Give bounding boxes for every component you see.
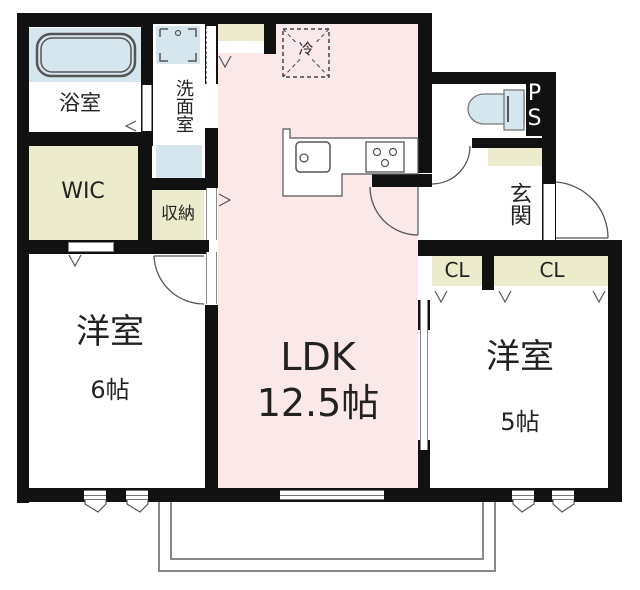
ldk-label: LDK — [280, 335, 356, 379]
balcony-inner — [170, 502, 484, 560]
window-sash-left-2 — [126, 500, 149, 513]
wall-bath-bottom — [17, 132, 153, 146]
bath-door-gap — [142, 85, 152, 131]
bedroom-left-door-gap — [206, 252, 217, 304]
pipe-space-label: PS — [522, 76, 547, 136]
storage-door-gap — [206, 188, 217, 240]
washroom-vanity — [156, 145, 202, 178]
left-room-window-2 — [126, 490, 148, 500]
ldk-floor — [218, 24, 418, 488]
wall-washroom-bottom — [150, 178, 208, 190]
door-swing-bedroom-left — [153, 255, 205, 305]
bathroom-floor — [28, 82, 144, 132]
entry-shelf — [218, 24, 264, 41]
wall-top-left — [17, 13, 153, 27]
door-marker-wic — [68, 254, 82, 268]
closet-2-floor — [494, 256, 610, 286]
door-marker-storage — [218, 193, 232, 207]
toilet-icon — [467, 89, 525, 131]
wall-ldk-right-upper — [418, 13, 432, 173]
door-marker-cl2a — [498, 290, 512, 304]
wic-label: WIC — [61, 179, 105, 204]
kitchen-counter-icon — [282, 128, 419, 197]
right-room-window-1 — [512, 490, 534, 500]
western-room-right-size: 5帖 — [500, 408, 540, 436]
wall-kitchen-back — [372, 174, 432, 187]
western-room-left-size: 6帖 — [90, 376, 130, 404]
ldk-balcony-window — [280, 490, 384, 500]
ldk-size: 12.5帖 — [256, 381, 380, 425]
western-room-left-label: 洋室 — [76, 312, 144, 352]
door-marker-cl1 — [434, 290, 448, 304]
wall-entry-niche — [264, 24, 276, 54]
closet-2-label: CL — [539, 258, 565, 282]
refrigerator-label: 冷 — [294, 41, 318, 58]
left-room-window-1 — [84, 490, 106, 500]
ldk-sliding-door — [420, 300, 428, 450]
western-room-right-label: 洋室 — [486, 337, 554, 377]
entrance-label: 玄関 — [506, 182, 531, 226]
wall-closet-divider — [482, 254, 494, 290]
closet-1-floor — [432, 256, 482, 286]
storage-label: 収納 — [161, 204, 195, 224]
wall-wic-right — [138, 132, 152, 254]
entry-door-gap — [543, 184, 555, 240]
washroom-sliding-door — [206, 26, 216, 84]
washing-machine-pan — [156, 26, 200, 64]
storage-floor — [152, 190, 204, 240]
wall-ldk-left-mid — [205, 128, 218, 188]
wall-ldk-right-bottom — [418, 440, 430, 490]
window-sash-left-1 — [84, 500, 107, 513]
washing-machine-icon — [159, 28, 197, 62]
wall-entrance-bottom — [418, 240, 618, 256]
door-marker-bath — [124, 120, 137, 132]
entrance-floor — [488, 166, 542, 238]
window-sash-right-2 — [552, 500, 575, 513]
wall-left-outer — [17, 13, 29, 503]
bathtub-icon — [35, 32, 137, 78]
wall-ldk-left-lower — [205, 305, 218, 500]
closet-1-label: CL — [444, 258, 470, 282]
shoe-cabinet — [488, 146, 542, 166]
door-marker-washroom — [218, 55, 232, 69]
window-sash-right-1 — [512, 500, 535, 513]
refrigerator-icon — [282, 28, 330, 78]
wall-toilet-top — [418, 72, 550, 84]
wall-right-outer — [608, 240, 622, 502]
wic-door-opening — [68, 242, 114, 252]
entry-niche — [218, 41, 264, 53]
door-swing-ldk-entry — [369, 186, 419, 236]
door-swing-toilet — [431, 145, 471, 185]
wall-toilet-bottom — [472, 138, 556, 148]
wic-floor — [28, 146, 138, 240]
right-room-window-2 — [552, 490, 574, 500]
wall-top-middle — [150, 13, 430, 24]
washroom-label: 洗面室 — [173, 79, 194, 133]
balcony-outer — [158, 502, 496, 572]
bathroom-label: 浴室 — [59, 91, 101, 115]
door-swing-entrance — [555, 181, 609, 239]
door-marker-cl2b — [592, 290, 606, 304]
